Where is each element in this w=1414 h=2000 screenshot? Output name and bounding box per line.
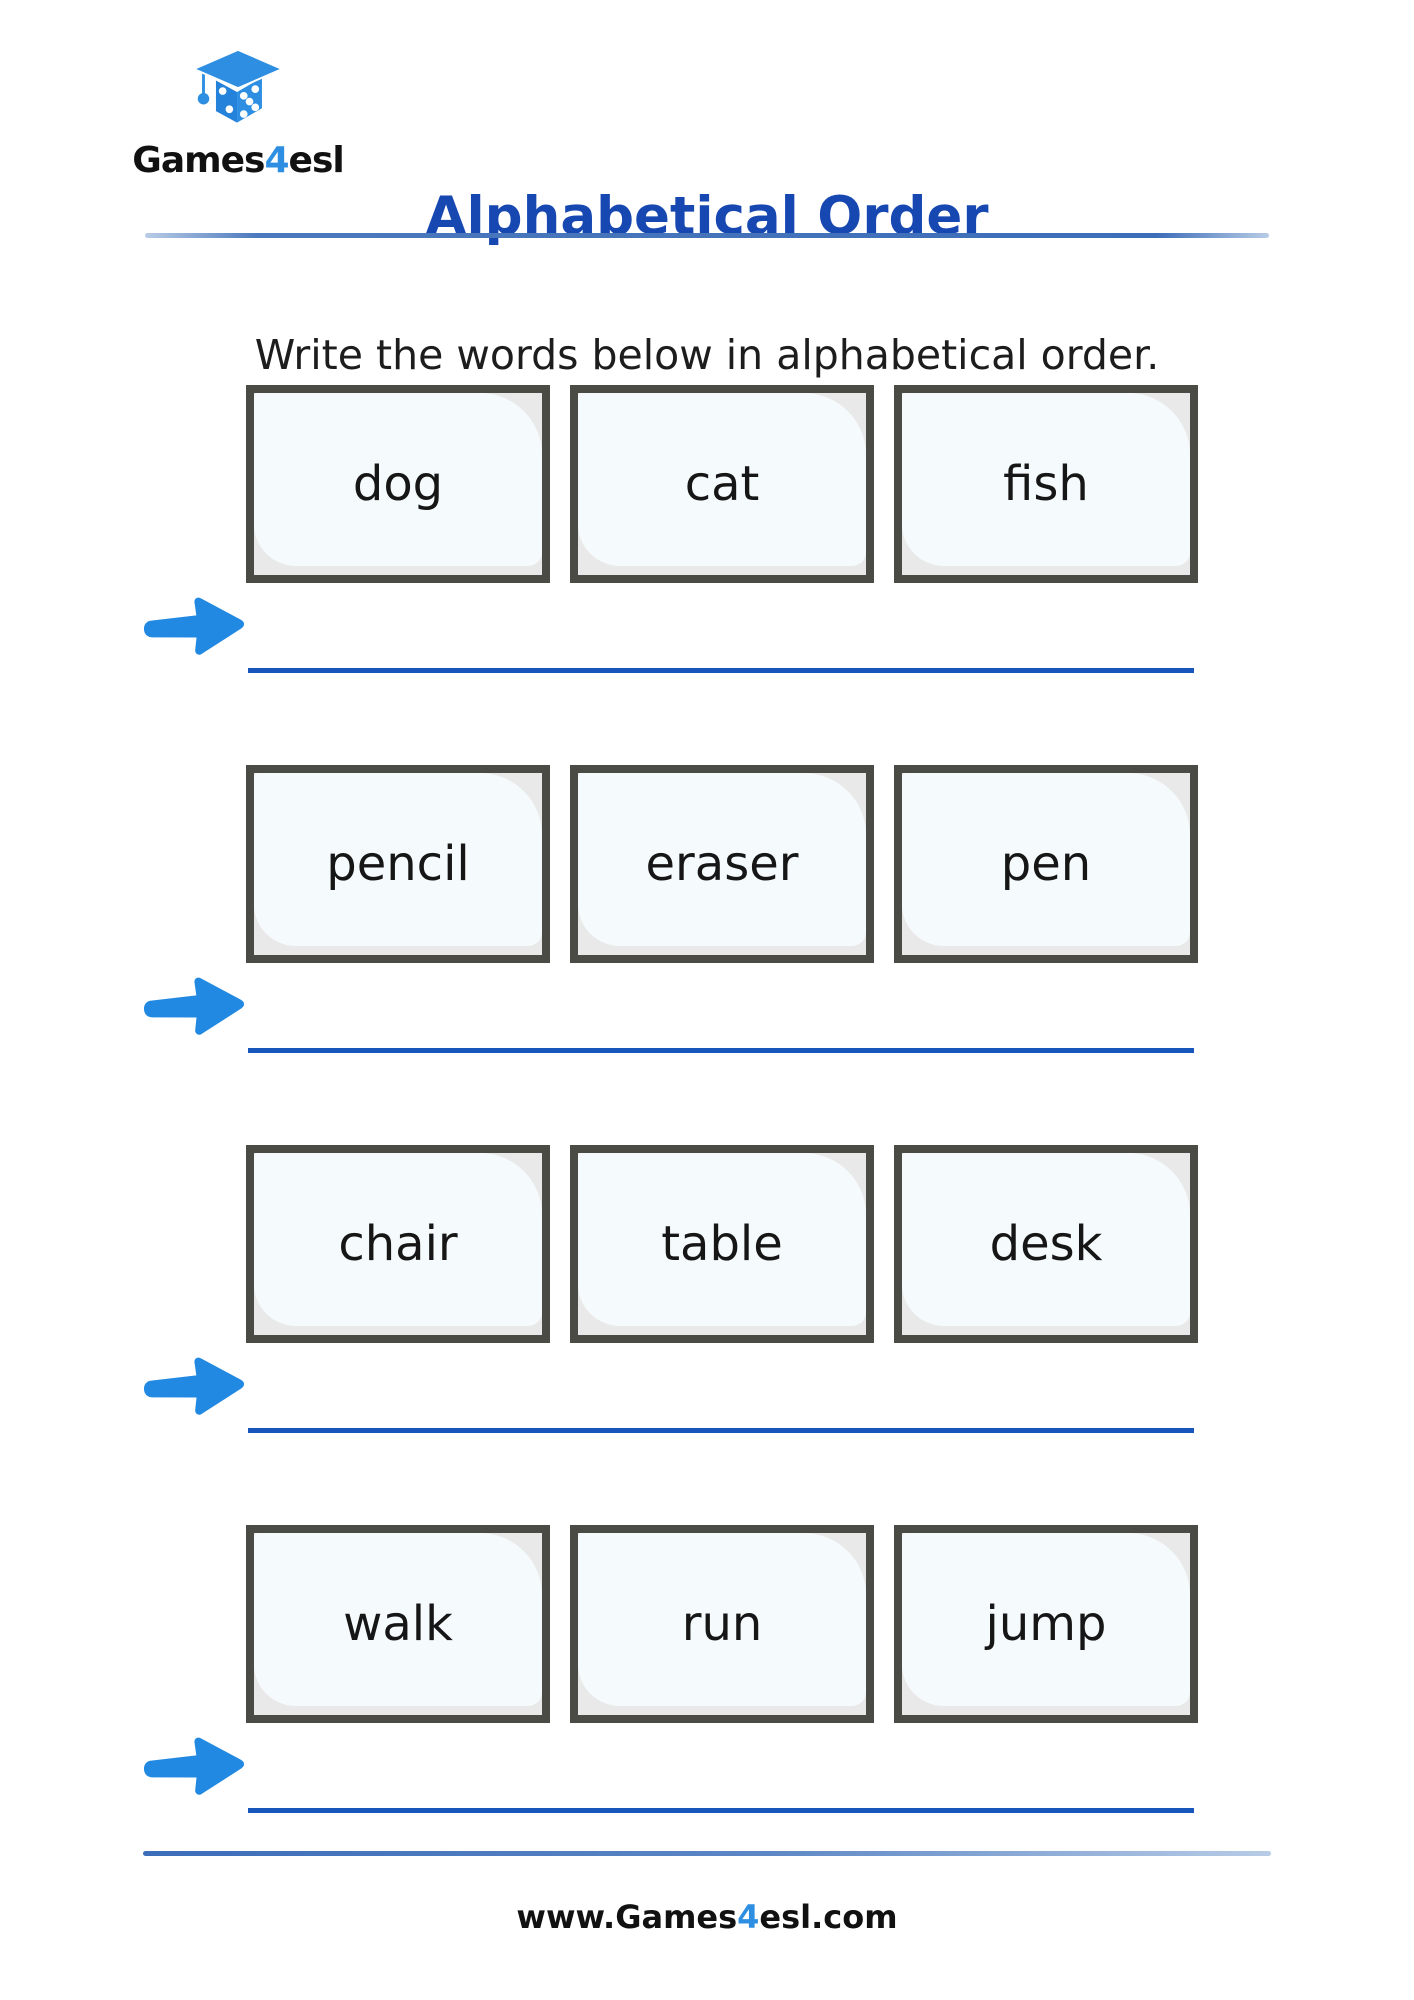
answer-line[interactable]	[248, 1398, 1194, 1433]
dice-graduation-cap-icon	[191, 48, 285, 123]
card-face	[578, 1533, 866, 1706]
word-label: jump	[985, 1596, 1107, 1652]
word-card: chair	[246, 1145, 550, 1343]
card-face	[578, 773, 866, 946]
word-label: run	[681, 1596, 763, 1652]
word-cards: chair table desk	[246, 1145, 1198, 1343]
card-face	[902, 773, 1190, 946]
answer-line[interactable]	[248, 1018, 1194, 1053]
word-cards: dog cat fish	[246, 385, 1198, 583]
word-label: table	[661, 1216, 783, 1272]
word-card: eraser	[570, 765, 874, 963]
card-face	[578, 1153, 866, 1326]
footer-url-digit: 4	[737, 1898, 760, 1936]
footer-url-prefix: www.Games	[516, 1898, 738, 1936]
word-label: pen	[1000, 836, 1092, 892]
arrow-right-icon	[143, 1357, 245, 1415]
title-divider	[145, 233, 1269, 238]
word-cards: pencil eraser pen	[246, 765, 1198, 963]
word-label: eraser	[645, 836, 799, 892]
word-label: pencil	[326, 836, 470, 892]
logo-wordmark: Games4esl	[128, 140, 348, 181]
instruction-text: Write the words below in alphabetical or…	[254, 331, 1160, 379]
word-card: run	[570, 1525, 874, 1723]
word-label: walk	[343, 1596, 453, 1652]
word-cards: walk run jump	[246, 1525, 1198, 1723]
word-card: jump	[894, 1525, 1198, 1723]
word-card: fish	[894, 385, 1198, 583]
card-face	[254, 1533, 542, 1706]
word-label: chair	[338, 1216, 458, 1272]
word-label: dog	[352, 456, 444, 512]
arrow-right-icon	[143, 597, 245, 655]
exercise-row-3: chair table desk	[0, 1145, 1414, 1445]
logo-text-digit: 4	[264, 140, 289, 181]
card-face	[254, 1153, 542, 1326]
footer-url-suffix: esl.com	[759, 1898, 898, 1936]
word-card: pencil	[246, 765, 550, 963]
arrow-right-icon	[143, 1737, 245, 1795]
card-face	[902, 1153, 1190, 1326]
answer-line[interactable]	[248, 1778, 1194, 1813]
card-face	[902, 393, 1190, 566]
card-face	[902, 1533, 1190, 1706]
card-face	[254, 773, 542, 946]
word-card: walk	[246, 1525, 550, 1723]
card-face	[254, 393, 542, 566]
arrow-right-icon	[143, 977, 245, 1035]
exercise-row-4: walk run jump	[0, 1525, 1414, 1825]
word-card: desk	[894, 1145, 1198, 1343]
word-label: cat	[684, 456, 760, 512]
games4esl-logo: Games4esl	[128, 46, 348, 181]
answer-line[interactable]	[248, 638, 1194, 673]
logo-text-prefix: Games	[132, 140, 265, 181]
exercise-row-1: dog cat fish	[0, 385, 1414, 685]
word-card: cat	[570, 385, 874, 583]
word-card: table	[570, 1145, 874, 1343]
footer-url: www.Games4esl.com	[0, 1898, 1414, 1936]
footer-divider	[143, 1851, 1271, 1856]
word-label: desk	[989, 1216, 1103, 1272]
card-face	[578, 393, 866, 566]
word-card: dog	[246, 385, 550, 583]
exercise-row-2: pencil eraser pen	[0, 765, 1414, 1065]
word-card: pen	[894, 765, 1198, 963]
logo-text-suffix: esl	[288, 140, 345, 181]
word-label: fish	[1003, 456, 1089, 512]
